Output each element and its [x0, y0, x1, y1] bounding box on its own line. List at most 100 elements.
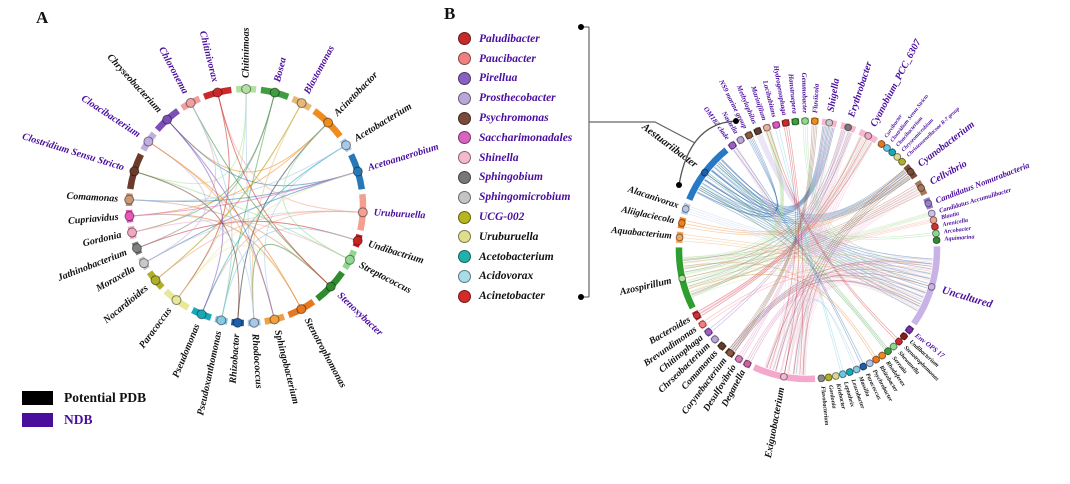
chord-link [704, 138, 778, 215]
chord-link [683, 185, 916, 260]
chord-link [689, 273, 874, 358]
chord-link [710, 126, 828, 211]
chord-link [735, 147, 863, 363]
taxon-node [698, 320, 707, 329]
chord-link [711, 170, 930, 279]
taxon-node [216, 315, 227, 326]
chord-link [781, 130, 847, 373]
chord-link [765, 125, 824, 368]
chord-link [717, 126, 825, 208]
taxon-node [917, 184, 926, 192]
chord-link [689, 141, 871, 290]
chord-link [221, 227, 355, 317]
legend-dot-icon [458, 170, 471, 184]
taxon-label: Uruburuella [374, 207, 426, 221]
chord-link [729, 260, 933, 349]
legend-item-label: Prosthecobacter [479, 92, 556, 105]
chord-link [683, 212, 928, 261]
chord-link [697, 178, 911, 224]
chord-link [740, 126, 829, 356]
taxon-node [344, 254, 355, 265]
legend-item-label: Psychromonas [479, 112, 549, 125]
taxon-label: Bosea [272, 56, 289, 84]
chord-link [733, 276, 924, 351]
chord-link [218, 96, 329, 285]
chord-link [140, 96, 275, 248]
chord-link [698, 137, 778, 218]
chord-link [784, 139, 867, 373]
taxon-node [124, 211, 135, 222]
chord-link [775, 171, 906, 371]
chord-link [686, 131, 783, 281]
chord-link [686, 262, 928, 287]
taxon-node [743, 359, 752, 368]
taxon-label: Flavobacterium [819, 386, 829, 426]
chord-link [733, 125, 816, 351]
taxon-node [138, 258, 149, 269]
taxon-node [932, 229, 940, 238]
legend-item: Uruburuella [458, 227, 572, 247]
bracket-endpoint-dot [578, 24, 584, 30]
chord-link [683, 136, 861, 259]
taxon-node [932, 236, 941, 245]
taxon-label: Chitinivorax [197, 30, 220, 83]
chord-link [759, 134, 928, 287]
taxon-node [852, 365, 861, 374]
legend-item: Paludibacter [458, 29, 572, 49]
chord-link [700, 176, 910, 222]
chord-link [787, 131, 848, 374]
chord-link [689, 130, 784, 292]
legend-item: Psychromonas [458, 108, 572, 128]
chord-link [756, 135, 919, 310]
taxon-node [692, 311, 701, 320]
taxon-node [124, 194, 135, 205]
chord-link [769, 127, 797, 370]
chord-link [686, 170, 905, 233]
chord-link [685, 131, 783, 276]
chord-link [716, 164, 906, 217]
taxon-node [877, 140, 886, 148]
taxon-node [325, 281, 336, 292]
taxon-node [810, 117, 819, 126]
chord-link [710, 130, 845, 329]
taxon-node [675, 233, 684, 242]
ndb-color-swatch [22, 413, 53, 427]
taxon-label: Comamonas [66, 191, 118, 205]
chord-link [687, 264, 926, 293]
chord-link [792, 131, 850, 375]
connector-endpoint-dot [676, 182, 682, 188]
chord-link [708, 173, 929, 284]
taxon-node [718, 342, 726, 350]
taxon-node [859, 362, 868, 371]
chord-link [804, 132, 853, 375]
chord-link [701, 184, 933, 240]
chord-link [691, 194, 921, 296]
taxon-node [883, 144, 891, 152]
chord-link [690, 215, 929, 295]
taxon-label: Aquimarina [943, 234, 974, 242]
chord-link [135, 106, 216, 233]
chord-link [685, 173, 908, 234]
legend-item-label: Shinella [479, 151, 519, 164]
connector-endpoint-dot [733, 118, 739, 124]
chord-link [133, 172, 355, 217]
chord-link [140, 220, 355, 248]
chord-link [732, 150, 786, 369]
chord-link [760, 133, 932, 270]
chord-link [795, 299, 855, 375]
chord-link [135, 220, 347, 259]
chord-link [800, 282, 921, 375]
taxon-label: Stenotrophomonas [302, 316, 349, 390]
taxon-label: Kriebacter [834, 382, 846, 410]
chord-link [769, 130, 898, 339]
taxon-node [150, 275, 161, 286]
chord-link [690, 222, 931, 293]
chord-link [711, 169, 907, 218]
chord-link [780, 126, 828, 373]
chord-link [683, 234, 932, 267]
chord-link [734, 280, 920, 352]
taxon-label: Arenicella [941, 218, 968, 229]
chord-link [699, 127, 834, 216]
chord-link [795, 192, 920, 375]
chord-link [133, 146, 343, 202]
